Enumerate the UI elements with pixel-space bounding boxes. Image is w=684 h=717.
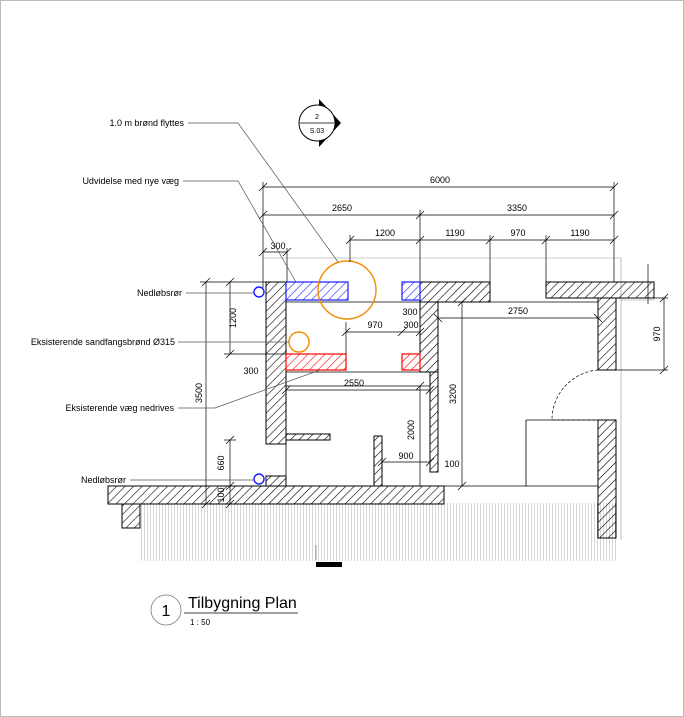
view-title: 1 Tilbygning Plan 1 : 50 <box>150 594 298 627</box>
wall-right-upper <box>597 297 617 371</box>
dim-300b: 300 <box>402 307 417 317</box>
view-number: 1 <box>162 603 171 620</box>
dim-2000: 2000 <box>406 420 416 440</box>
downpipe-top-icon <box>253 286 265 298</box>
dim-300d: 300 <box>243 366 258 376</box>
callout-texts: 1.0 m brønd flyttes Udvidelse med nye væ… <box>31 118 185 485</box>
callout-leaders <box>130 122 339 481</box>
section-cut-mark <box>316 562 342 567</box>
wall-interior-post <box>373 435 383 487</box>
dim-left-part: 2650 <box>332 203 352 213</box>
new-wall-right <box>401 281 421 301</box>
new-walls <box>285 281 421 301</box>
dim-970-right: 970 <box>652 326 662 341</box>
callout-nedlob-bottom: Nedløbsrør <box>81 475 126 485</box>
dim-right-part: 3350 <box>507 203 527 213</box>
view-name: Tilbygning Plan <box>188 595 297 612</box>
view-number-circle <box>150 594 182 626</box>
dim-2550: 2550 <box>344 378 364 388</box>
callout-brond-flyttes: 1.0 m brønd flyttes <box>109 118 184 128</box>
demolish-wall-left <box>285 353 347 371</box>
new-wall-left <box>285 281 349 301</box>
dim-100b: 100 <box>444 459 459 469</box>
dim-2750: 2750 <box>508 306 528 316</box>
dimension-texts: 6000 2650 3350 1200 1190 970 1190 300 27… <box>194 175 662 503</box>
section-number: 2 <box>315 114 319 121</box>
dim-1200-vertical: 1200 <box>228 308 238 328</box>
section-marker: 2 S.03 <box>298 99 341 147</box>
wall-right-lower <box>597 419 617 539</box>
well-large <box>317 260 377 320</box>
dim-900: 900 <box>398 451 413 461</box>
foundation-bottom <box>107 485 445 505</box>
dim-3500: 3500 <box>194 383 204 403</box>
downpipe-bottom-icon <box>253 473 265 485</box>
dim-660: 660 <box>216 455 226 470</box>
wall-interior-stub <box>285 433 331 441</box>
view-scale: 1 : 50 <box>190 618 211 627</box>
section-sheet: S.03 <box>310 128 325 135</box>
dim-970-inner: 970 <box>367 320 382 330</box>
walls <box>107 281 655 539</box>
ground-hatch <box>140 503 618 561</box>
dim-100a: 100 <box>216 487 226 502</box>
door-swing <box>551 369 599 421</box>
wall-top-right <box>545 281 655 299</box>
interior-lines <box>285 301 598 504</box>
dim-3200: 3200 <box>448 384 458 404</box>
wall-middle <box>419 301 439 373</box>
callout-sandfang: Eksisterende sandfangsbrønd Ø315 <box>31 337 175 347</box>
demolish-walls <box>285 353 421 371</box>
dim-1200: 1200 <box>375 228 395 238</box>
wall-left-lower <box>265 475 287 487</box>
dim-300c: 300 <box>403 320 418 330</box>
foundation-left-step <box>121 503 141 529</box>
wall-top-mid <box>419 281 491 303</box>
callout-vaeg-nedrives: Eksisterende væg nedrives <box>65 403 174 413</box>
callout-nedlob-top: Nedløbsrør <box>137 288 182 298</box>
dim-970-top: 970 <box>510 228 525 238</box>
demolish-wall-right <box>401 353 421 371</box>
dim-300a: 300 <box>270 241 285 251</box>
dim-1190a: 1190 <box>445 228 464 238</box>
callout-udvidelse: Udvidelse med nye væg <box>82 176 179 186</box>
wall-left <box>265 281 287 445</box>
dim-1190b: 1190 <box>570 228 589 238</box>
wall-middle-lower <box>429 371 439 473</box>
site-outline <box>263 257 655 540</box>
dim-overall: 6000 <box>430 175 450 185</box>
dimension-lines <box>200 182 669 509</box>
sandfang-well <box>288 331 310 353</box>
